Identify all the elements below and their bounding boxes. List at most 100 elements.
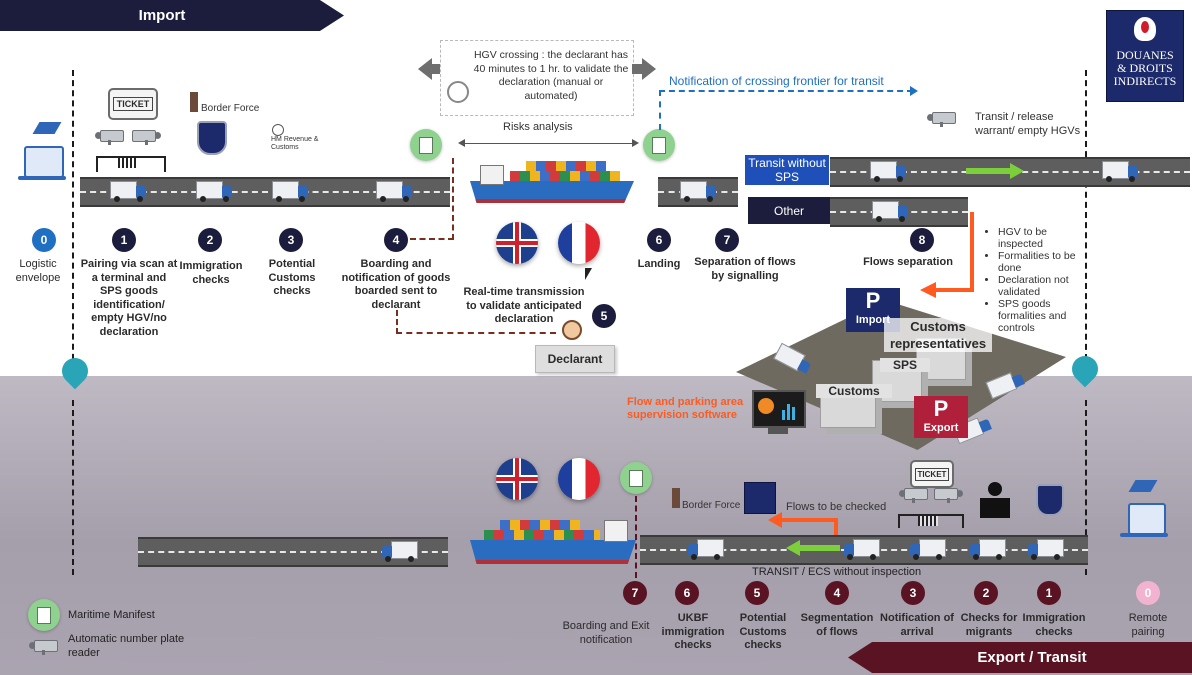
import-step-2-label: Immigration checks — [179, 260, 243, 286]
monitor-dashboard-icon — [752, 390, 806, 428]
export-parking-sign: P Export — [914, 396, 968, 438]
boarding-dashed-arrow — [410, 158, 454, 240]
flows-note: Formalities to be done — [998, 250, 1090, 274]
arrow-shaft-left — [432, 64, 440, 74]
import-step-6-label: Landing — [637, 258, 681, 270]
export-boundary-line-right — [1085, 400, 1087, 575]
hmrc-label: HM Revenue & Customs — [271, 136, 319, 151]
transit-without-sps-label: Transit without SPS — [748, 156, 826, 184]
export-parking-p: P — [933, 396, 949, 421]
truck-icon — [970, 539, 1006, 560]
france-flag-icon — [558, 222, 600, 264]
import-step-1-badge: 1 — [112, 228, 136, 252]
software-label: Flow and parking area supervision softwa… — [627, 396, 744, 421]
declarant-dashed-arrow — [396, 310, 556, 334]
flows-note: Declaration not validated — [998, 274, 1090, 298]
export-step-3-badge: 3 — [901, 581, 925, 605]
truck-icon — [1028, 539, 1064, 560]
export-step-7-badge: 7 — [623, 581, 647, 605]
scan-arrows-icon — [898, 514, 964, 528]
declarant-person-icon — [562, 320, 582, 340]
arrow-head-orange — [768, 512, 782, 528]
ticket-machine-icon: TICKET — [910, 460, 954, 488]
export-boundary-line-left — [72, 400, 74, 575]
logo-line3: INDIRECTS — [1113, 74, 1177, 88]
import-step-4-badge: 4 — [384, 228, 408, 252]
truck-icon — [870, 161, 906, 182]
import-step-0-label: Logistic envelope — [15, 258, 61, 284]
anpr-legend-icon — [28, 640, 58, 655]
uk-flag-icon — [496, 222, 538, 264]
mouse-cursor-icon — [585, 268, 592, 280]
import-step-3-label: Potential Customs checks — [268, 258, 316, 297]
export-step-2-label: Checks for migrants — [960, 612, 1018, 638]
douane-small-logo-icon — [744, 482, 776, 514]
cargo-ship-icon — [470, 155, 634, 203]
arrow-right-grey-icon — [642, 58, 656, 80]
import-parking-label: Import — [855, 314, 891, 326]
flows-note: SPS goods formalities and controls — [998, 298, 1090, 334]
import-parking-p: P — [865, 288, 881, 313]
truck-icon — [272, 181, 308, 202]
import-step-8-label: Flows separation — [863, 256, 953, 268]
export-banner: Export / Transit — [848, 642, 1192, 673]
import-step-7-label: Separation of flows by signalling — [694, 256, 796, 282]
logo-line2: & DROITS — [1117, 61, 1173, 75]
customs-representatives-label: Customs representatives — [884, 318, 992, 352]
cargo-ship-icon — [470, 516, 636, 564]
transit-without-sps-box: Transit without SPS — [745, 155, 829, 185]
import-boundary-line-right — [1085, 70, 1087, 360]
sea-background — [0, 376, 1192, 675]
truck-icon — [680, 181, 716, 202]
ticket-machine-icon: TICKET — [108, 88, 158, 120]
export-step-1-badge: 1 — [1037, 581, 1061, 605]
import-step-3-badge: 3 — [279, 228, 303, 252]
hmrc-crown-icon — [272, 124, 284, 136]
legend-manifest-label: Maritime Manifest — [68, 609, 155, 621]
export-step-1-label: Immigration checks — [1022, 612, 1086, 638]
arrow-head-green — [786, 540, 800, 556]
export-title: Export / Transit — [977, 649, 1087, 666]
laptop-icon — [24, 146, 64, 178]
import-title: Import — [138, 7, 186, 24]
arrow-shaft-right — [632, 64, 642, 74]
maritime-manifest-legend-icon — [28, 599, 60, 631]
export-step-3-label: Notification of arrival — [880, 612, 954, 638]
hgv-crossing-text: HGV crossing : the declarant has 40 minu… — [473, 49, 629, 102]
transit-ecs-label: TRANSIT / ECS without inspection — [752, 566, 922, 578]
truck-icon — [872, 201, 908, 222]
flows-check-orange-line-v — [834, 518, 838, 538]
uk-flag-icon — [496, 458, 538, 500]
import-step-2-badge: 2 — [198, 228, 222, 252]
anpr-camera-icon — [934, 488, 964, 503]
flows-note: HGV to be inspected — [998, 226, 1090, 250]
border-force-logo-icon — [672, 488, 680, 508]
declarant-label: Declarant — [547, 352, 603, 366]
crest-shield-icon — [197, 121, 227, 155]
anpr-camera-icon — [926, 112, 956, 127]
export-step-4-label: Segmentation of flows — [800, 612, 874, 638]
tablet-icon — [32, 122, 62, 134]
flame-icon — [1134, 17, 1156, 41]
maritime-manifest-icon — [643, 129, 675, 161]
maritime-manifest-icon — [410, 129, 442, 161]
arrow-head-blue — [910, 86, 918, 96]
flows-to-check-label: Flows to be checked — [786, 501, 887, 513]
truck-icon — [844, 539, 880, 560]
border-force-label: Border Force — [682, 500, 741, 511]
ticket-label: TICKET — [112, 97, 154, 111]
customs-officer-icon — [976, 482, 1014, 518]
truck-icon — [1102, 161, 1138, 182]
other-box: Other — [748, 197, 830, 224]
export-step-4-badge: 4 — [825, 581, 849, 605]
exit-dashed-line — [635, 496, 637, 578]
anpr-camera-icon — [132, 130, 162, 145]
legend-anpr-label: Automatic number plate reader — [68, 633, 185, 659]
flows-orange-line-h — [936, 288, 974, 292]
other-label: Other — [773, 203, 804, 218]
clock-icon — [447, 81, 469, 103]
export-step-7-label: Boarding and Exit notification — [562, 620, 650, 646]
laptop-base-icon — [1120, 533, 1168, 537]
customs-label: Customs — [816, 384, 892, 398]
